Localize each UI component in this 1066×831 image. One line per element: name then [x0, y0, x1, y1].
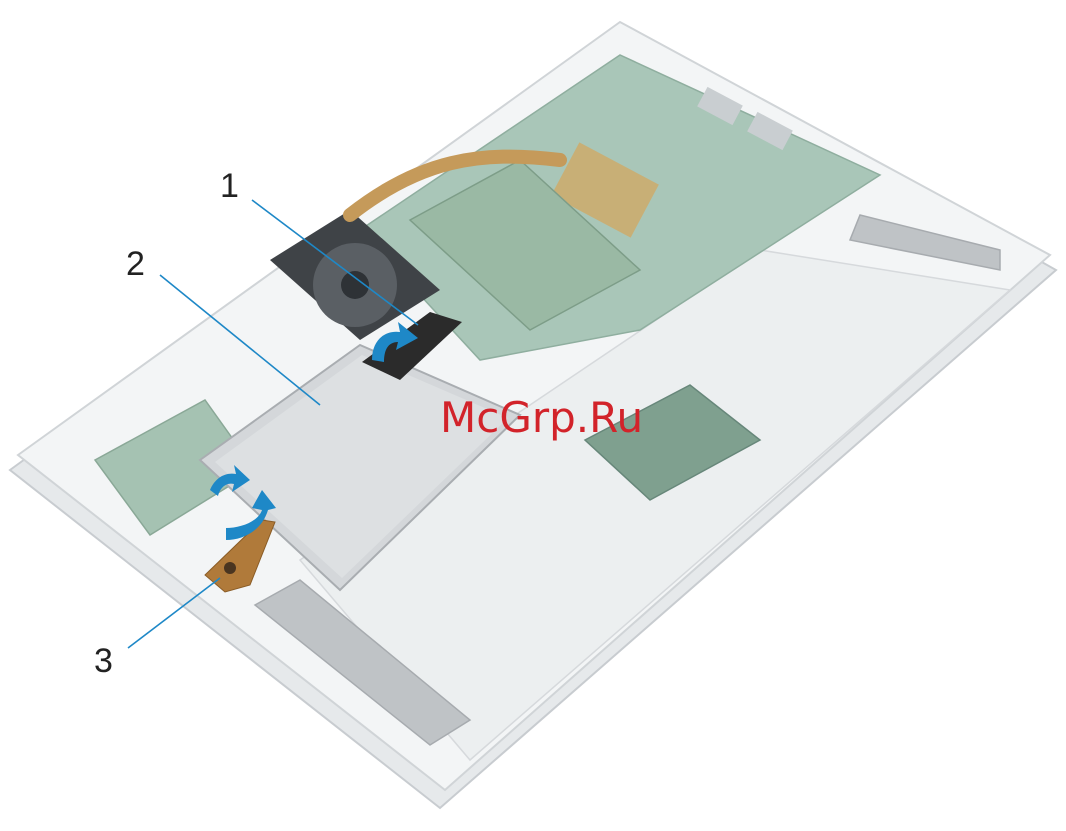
watermark-text: McGrp.Ru — [440, 393, 643, 442]
callout-number-1: 1 — [220, 167, 239, 205]
callout-number-2: 2 — [126, 245, 145, 283]
bracket-screw-hole — [224, 562, 236, 574]
callout-number-3: 3 — [94, 642, 113, 680]
